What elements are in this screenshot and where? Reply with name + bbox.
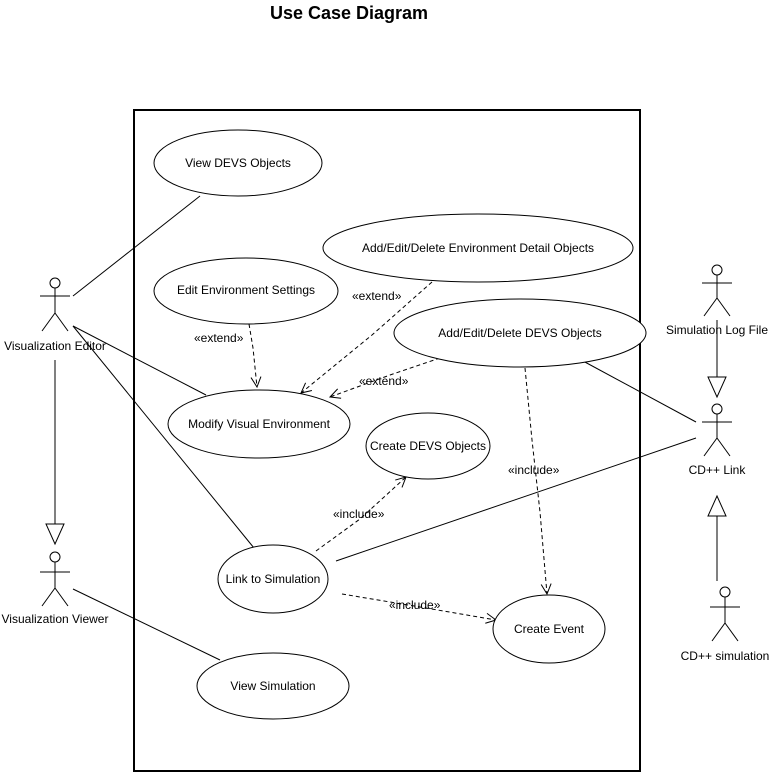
- gen-viewer-editor-triangle: [45, 523, 65, 546]
- dep-add-devs-extend: [330, 357, 441, 397]
- generalizations: [45, 320, 727, 581]
- dep-add-env-detail-extend: [301, 281, 433, 393]
- actor-visualization-editor[interactable]: [40, 277, 70, 332]
- diagram-title: Use Case Diagram: [270, 3, 428, 23]
- actor-label-editor: Visualization Editor: [4, 339, 106, 353]
- actor-cd-link[interactable]: [702, 403, 732, 457]
- label-extend-add-devs: «extend»: [359, 374, 409, 388]
- label-extend-add-env-detail: «extend»: [352, 289, 402, 303]
- label-include-create-event: «include»: [389, 598, 441, 612]
- actor-label-cdsim: CD++ simulation: [681, 649, 770, 663]
- use-case-label: Add/Edit/Delete DEVS Objects: [438, 326, 601, 340]
- use-case-label: View Simulation: [230, 679, 315, 693]
- dep-edit-env-extend: [248, 323, 257, 387]
- use-case-view-devs[interactable]: View DEVS Objects: [153, 129, 323, 197]
- associations: [72, 195, 697, 661]
- use-case-modify-env[interactable]: Modify Visual Environment: [167, 389, 351, 459]
- use-case-create-event[interactable]: Create Event: [492, 594, 606, 664]
- dependencies: [248, 281, 547, 620]
- system-boundary: [133, 109, 641, 772]
- assoc-cdlink-add-devs: [582, 360, 697, 423]
- actor-visualization-viewer[interactable]: [40, 551, 70, 607]
- label-include-create-devs: «include»: [333, 507, 385, 521]
- gen-logfile-cdlink-triangle: [707, 376, 727, 399]
- assoc-cdlink-link-sim: [335, 437, 697, 562]
- use-case-label: Create DEVS Objects: [370, 439, 486, 453]
- assoc-editor-link-sim: [72, 325, 255, 549]
- use-case-label: Modify Visual Environment: [188, 417, 331, 431]
- dep-link-sim-include-create-event: [341, 593, 496, 620]
- assoc-viewer-view-sim: [72, 588, 221, 661]
- use-case-create-devs[interactable]: Create DEVS Objects: [365, 412, 491, 480]
- use-case-label: View DEVS Objects: [185, 156, 291, 170]
- actor-cd-simulation[interactable]: [710, 586, 740, 642]
- gen-cdsim-cdlink-triangle: [707, 494, 727, 517]
- dep-add-devs-include: [524, 367, 547, 594]
- use-case-link-sim[interactable]: Link to Simulation: [217, 544, 329, 614]
- actor-label-viewer: Visualization Viewer: [2, 612, 109, 626]
- assoc-editor-view-devs: [72, 195, 201, 297]
- label-include-add-devs: «include»: [508, 463, 560, 477]
- use-case-edit-env[interactable]: Edit Environment Settings: [153, 257, 339, 325]
- actor-label-cdlink: CD++ Link: [689, 463, 747, 477]
- use-case-view-sim[interactable]: View Simulation: [196, 652, 350, 720]
- label-extend-edit-env: «extend»: [194, 331, 244, 345]
- actor-simulation-log-file[interactable]: [702, 264, 732, 317]
- use-case-label: Create Event: [514, 622, 585, 636]
- use-case-label: Add/Edit/Delete Environment Detail Objec…: [362, 241, 594, 255]
- use-case-add-env-detail[interactable]: Add/Edit/Delete Environment Detail Objec…: [322, 213, 634, 283]
- assoc-editor-modify-env: [72, 325, 207, 396]
- actor-label-logfile: Simulation Log File: [666, 323, 768, 337]
- use-case-label: Edit Environment Settings: [177, 283, 315, 297]
- use-case-add-devs[interactable]: Add/Edit/Delete DEVS Objects: [393, 298, 647, 368]
- use-case-label: Link to Simulation: [226, 572, 321, 586]
